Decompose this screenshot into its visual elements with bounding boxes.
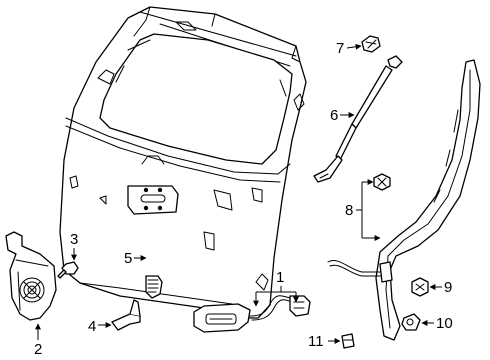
callout-label-3: 3 [70, 231, 78, 248]
callout-label-6: 6 [330, 107, 338, 124]
callout-8: 8 [345, 179, 381, 241]
strut-part-6 [313, 55, 403, 183]
callout-1: 1 [253, 269, 299, 307]
callout-label-10: 10 [436, 315, 453, 332]
callout-2: 2 [34, 323, 42, 358]
callout-6: 6 [330, 107, 355, 124]
callout-3: 3 [70, 231, 78, 261]
callout-9: 9 [429, 279, 452, 296]
weatherstrip-part-8 [327, 59, 481, 341]
seal-clip [373, 173, 391, 191]
bolt-part-7 [361, 35, 381, 53]
callout-label-9: 9 [444, 279, 452, 296]
callout-label-7: 7 [336, 40, 344, 57]
callout-10: 10 [421, 315, 453, 332]
liftgate-panel [59, 6, 307, 319]
callout-7: 7 [336, 40, 362, 57]
bolt-part-3 [57, 261, 79, 279]
callout-label-5: 5 [124, 250, 132, 267]
bolt-part-10 [401, 313, 421, 331]
callout-label-11: 11 [308, 333, 324, 350]
latch-part-2 [5, 231, 57, 321]
clip-part-5 [145, 275, 163, 299]
bracket-part-4 [111, 299, 141, 331]
clip-part-11 [341, 333, 355, 349]
handle-switch-part-1 [193, 295, 311, 333]
callout-4: 4 [88, 318, 112, 335]
callout-label-8: 8 [345, 202, 353, 219]
callout-label-4: 4 [88, 318, 96, 335]
callout-11: 11 [308, 333, 341, 350]
bolt-part-9 [411, 277, 429, 297]
callout-label-1: 1 [276, 269, 284, 286]
callout-label-2: 2 [34, 341, 42, 358]
callout-5: 5 [124, 250, 147, 267]
